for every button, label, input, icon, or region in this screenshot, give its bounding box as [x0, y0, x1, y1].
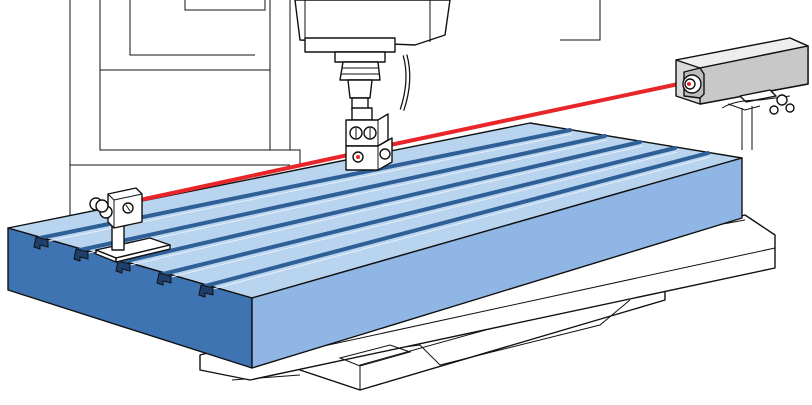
retroreflector-optic — [89, 187, 171, 263]
t-slot-openings — [33, 236, 214, 298]
table-side-face — [251, 157, 743, 369]
machine-table — [7, 122, 743, 369]
laser-beam — [138, 80, 690, 202]
machine-column — [69, 0, 601, 225]
interferometer-optic — [345, 107, 393, 171]
spindle-head — [294, 0, 451, 111]
laser-head — [675, 37, 809, 150]
